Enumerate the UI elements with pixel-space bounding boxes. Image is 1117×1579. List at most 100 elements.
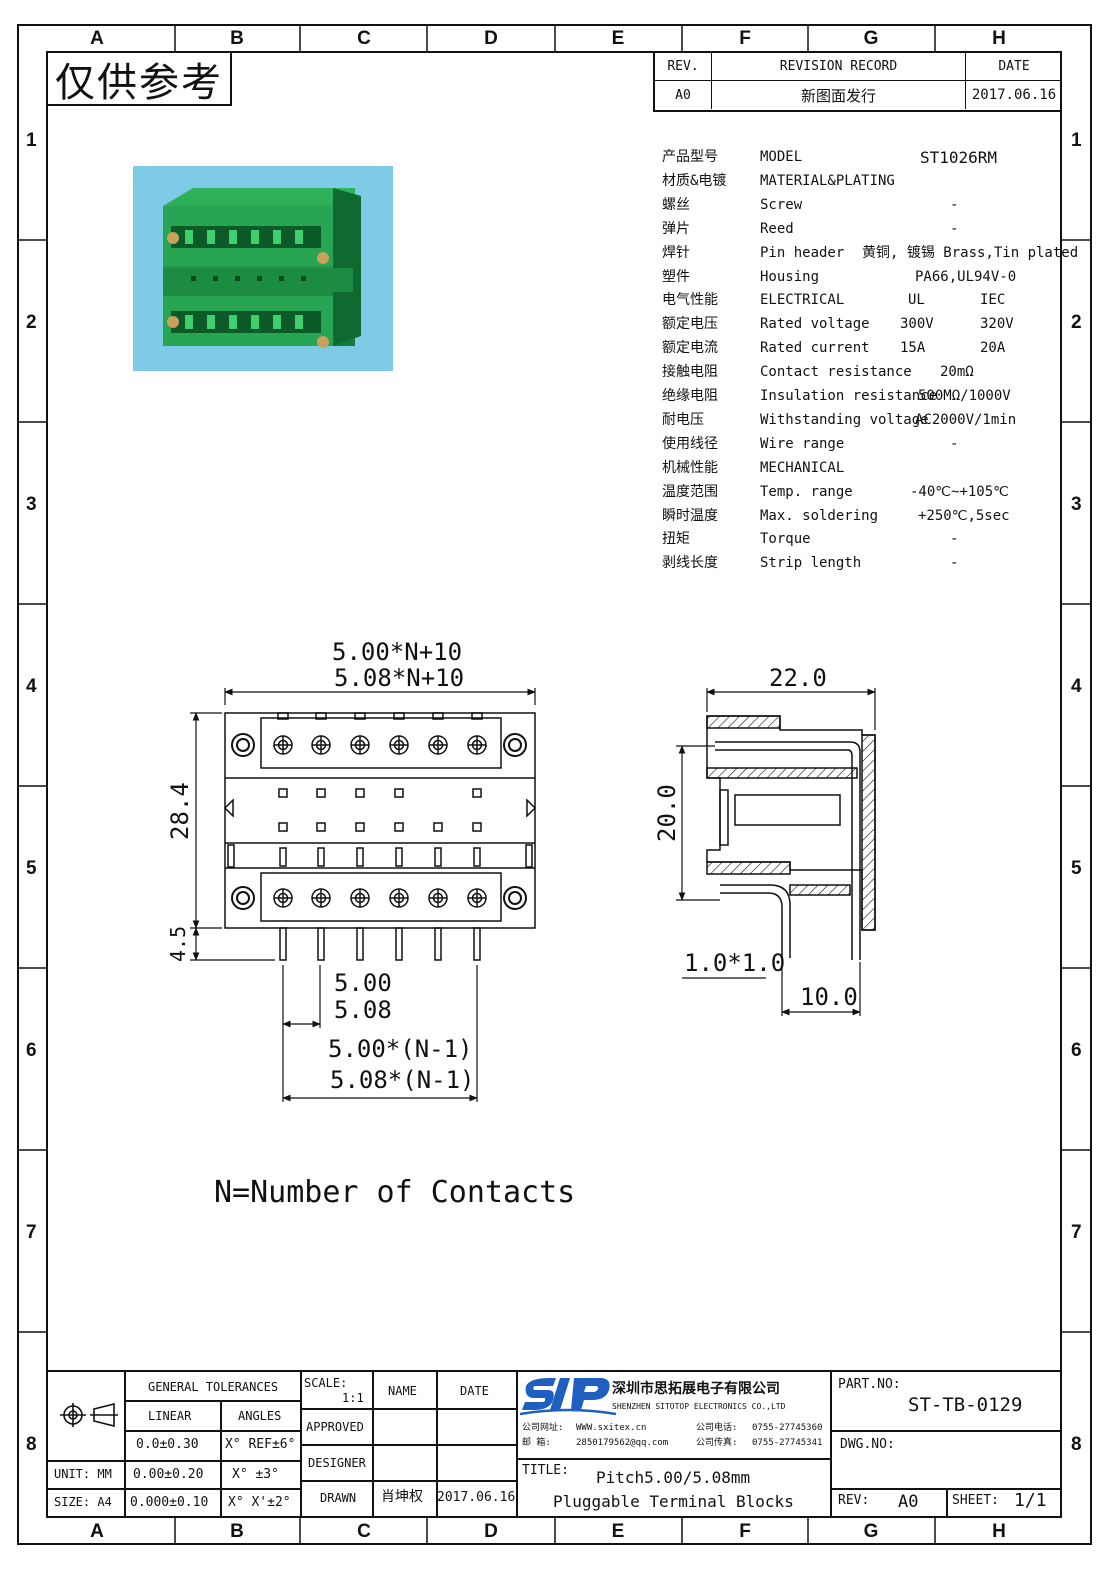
- spec-value: +250℃,5sec: [918, 508, 1010, 524]
- spec-value: -: [950, 555, 959, 571]
- tol-angle-2: X° ±3°: [232, 1467, 279, 1482]
- spec-label-en: Rated voltage: [760, 316, 870, 332]
- spec-value: AC2000V/1min: [915, 412, 1017, 428]
- spec-label-cn: 机械性能: [662, 460, 718, 476]
- spec-label-en: Screw: [760, 197, 803, 213]
- dwg-no-label: DWG.NO:: [840, 1437, 895, 1452]
- designer-label: DESIGNER: [308, 1456, 366, 1470]
- spec-value: PA66,UL94V-0: [915, 269, 1017, 285]
- terminal-block-illustration: [163, 188, 361, 348]
- company-name-cn: 深圳市思拓展电子有限公司: [612, 1381, 780, 1397]
- part-no-label: PART.NO:: [838, 1377, 901, 1392]
- zone-number-left: 3: [26, 494, 37, 515]
- zone-number-left: 1: [26, 130, 37, 151]
- socket-upper: [278, 788, 288, 798]
- sheet-value: 1/1: [1014, 1490, 1047, 1511]
- mid-pin: [279, 847, 287, 867]
- rev-label: REV:: [838, 1493, 870, 1508]
- mid-pin: [473, 847, 481, 867]
- spec-label-cn: 螺丝: [662, 197, 690, 213]
- dim-span-508: 5.08*(N-1): [330, 1066, 475, 1094]
- socket-lower: [316, 822, 326, 832]
- date-value: 2017.06.16: [971, 87, 1057, 103]
- spec-value: 20mΩ: [940, 364, 974, 380]
- pin: [356, 927, 364, 961]
- socket-lower: [355, 822, 365, 832]
- drawn-name: 肖坤权: [381, 1489, 423, 1505]
- spec-label-en: Pin header: [760, 245, 845, 261]
- top-tab: [393, 712, 405, 720]
- spec-label-cn: 塑件: [662, 269, 690, 285]
- zone-number-left: 5: [26, 858, 37, 879]
- top-tab: [315, 712, 327, 720]
- spec-label-en: Insulation resistance: [760, 388, 938, 404]
- spec-label-en: Reed: [760, 221, 794, 237]
- title-line-2: Pluggable Terminal Blocks: [553, 1492, 794, 1511]
- rev-header: REV.: [655, 53, 712, 81]
- zone-number-right: 4: [1071, 676, 1082, 697]
- zone-number-left: 6: [26, 1040, 37, 1061]
- spec-label-en: MECHANICAL: [760, 460, 845, 476]
- socket-lower: [433, 822, 443, 832]
- spec-value-iec: 320V: [980, 316, 1014, 332]
- record-value: 新图面发行: [712, 81, 966, 109]
- tol-linear-1: 0.0±0.30: [136, 1437, 199, 1452]
- spec-label-en: Wire range: [760, 436, 845, 452]
- pin: [473, 927, 481, 961]
- spec-label-en: MODEL: [760, 149, 803, 165]
- spec-value: 300V: [900, 316, 934, 332]
- zone-number-right: 6: [1071, 1040, 1082, 1061]
- zone-letter-bottom: B: [230, 1521, 244, 1542]
- zone-letter-top: H: [992, 28, 1006, 49]
- spec-label-cn: 耐电压: [662, 412, 704, 428]
- spec-label-en: Withstanding voltage: [760, 412, 929, 428]
- mid-pin: [434, 847, 442, 867]
- zone-number-left: 4: [26, 676, 37, 697]
- zone-number-right: 7: [1071, 1222, 1082, 1243]
- zone-letter-top: F: [739, 28, 751, 49]
- top-tab: [354, 712, 366, 720]
- dim-height: 28.4: [166, 782, 194, 840]
- mid-pin: [317, 847, 325, 867]
- spec-label-cn: 使用线径: [662, 436, 718, 452]
- spec-value: -: [950, 197, 959, 213]
- spec-label-cn: 产品型号: [662, 149, 718, 165]
- zone-letter-bottom: A: [90, 1521, 104, 1542]
- tel-value: 0755-27745360: [752, 1423, 823, 1433]
- spec-label-cn: 电气性能: [662, 292, 718, 308]
- spec-value: ST1026RM: [920, 148, 998, 167]
- dim-pitch-500: 5.00: [334, 969, 392, 997]
- dim-width-500: 5.00*N+10: [332, 638, 463, 666]
- dim-pitch-508: 5.08: [334, 996, 392, 1024]
- zone-letter-top: C: [357, 28, 371, 49]
- size-label: SIZE: A4: [54, 1495, 112, 1509]
- company-name-en: SHENZHEN SITOTOP ELECTRONICS CO.,LTD: [612, 1402, 786, 1411]
- spec-label-cn: 扭矩: [662, 531, 690, 547]
- tel-label: 公司电话:: [696, 1423, 738, 1433]
- zone-number-right: 3: [1071, 494, 1082, 515]
- title-label: TITLE:: [522, 1463, 569, 1478]
- top-tab: [471, 712, 483, 720]
- sheet-label: SHEET:: [952, 1493, 999, 1508]
- spec-label-en: Max. soldering: [760, 508, 879, 524]
- product-photo: [133, 166, 393, 371]
- spec-value: -: [950, 221, 959, 237]
- spec-label-en: MATERIAL&PLATING: [760, 173, 895, 189]
- spec-label-en: Temp. range: [760, 484, 853, 500]
- linear-label: LINEAR: [148, 1409, 192, 1423]
- spec-label-en: ELECTRICAL: [760, 292, 845, 308]
- dim-width-508: 5.08*N+10: [334, 664, 465, 692]
- date-header: DATE: [460, 1384, 489, 1398]
- socket-lower: [394, 822, 404, 832]
- zone-letter-top: E: [611, 28, 625, 49]
- angles-label: ANGLES: [238, 1409, 282, 1423]
- spec-value-iec: 20A: [980, 340, 1006, 356]
- spec-label-cn: 额定电流: [662, 340, 718, 356]
- spec-value-iec: IEC: [980, 292, 1006, 308]
- scale-label: SCALE:: [304, 1376, 348, 1390]
- tol-angle-3: X° X'±2°: [228, 1495, 291, 1510]
- tol-linear-2: 0.00±0.20: [133, 1467, 204, 1482]
- spec-label-cn: 接触电阻: [662, 364, 718, 380]
